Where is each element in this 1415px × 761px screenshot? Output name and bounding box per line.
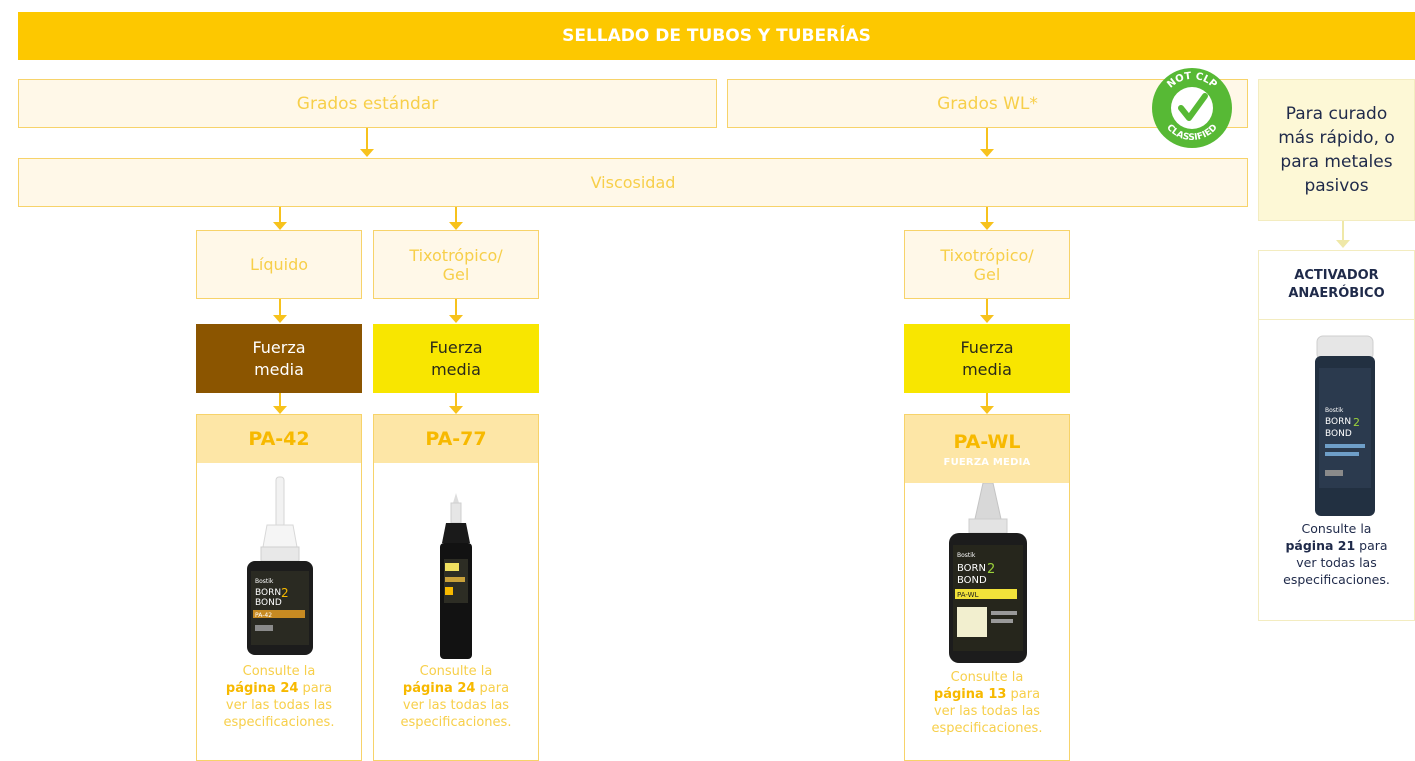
bottle-bond: BOND [957, 575, 987, 586]
bottle-product: PA-WL [957, 591, 979, 599]
product-card-pa77: PA-77 Consulte la página 24 para ver las… [373, 414, 539, 761]
spray-can-image: Bostik BORN 2 BOND [1259, 320, 1414, 520]
grade-standard-box: Grados estándar [18, 79, 717, 128]
product-footer-pa42: Consulte la página 24 para ver las todas… [223, 664, 335, 730]
bottle-bond: BOND [255, 598, 282, 608]
bottle-two: 2 [281, 586, 289, 600]
bottle-born: BORN [957, 563, 986, 574]
product-footer-pa77: Consulte la página 24 para ver las todas… [400, 664, 512, 730]
not-clp-badge: NOT CLP CLASSIFIED [1150, 66, 1234, 150]
product-card-pa42: PA-42 Bostik BORN 2 BOND PA-42 Consulte … [196, 414, 362, 761]
strength-line2: media [254, 359, 304, 379]
bottle-born: BORN [255, 588, 281, 598]
viscosity-box: Viscosidad [18, 158, 1248, 207]
bottle-product: PA-42 [255, 612, 272, 619]
page-title: SELLADO DE TUBOS Y TUBERÍAS [18, 12, 1415, 60]
strength-line2: media [431, 359, 481, 379]
sidebar-description: Para curado más rápido, o para metales p… [1258, 79, 1415, 221]
strength-line1: Fuerza [429, 337, 483, 357]
can-born: BORN [1325, 417, 1351, 427]
product-name: PA-WL FUERZA MEDIA [905, 415, 1069, 483]
can-brand: Bostik [1325, 407, 1344, 414]
strength-medium-yellow-1: Fuerza media [373, 324, 539, 393]
check-icon [1178, 93, 1208, 121]
strength-line2: media [962, 359, 1012, 379]
strength-line1: Fuerza [960, 337, 1014, 357]
bottle-image-pa77 [374, 463, 538, 663]
type-thixo-line2: Gel [442, 264, 470, 284]
type-thixo-line1: Tixotrópico/ [940, 245, 1034, 265]
activator-footer: Consulte la página 21 para ver todas las… [1283, 521, 1390, 587]
product-card-pawl: PA-WL FUERZA MEDIA Bostik BORN 2 BOND PA… [904, 414, 1070, 761]
product-name: PA-42 [197, 415, 361, 463]
bottle-image-pawl: Bostik BORN 2 BOND PA-WL [905, 482, 1069, 669]
activator-title: ACTIVADOR ANAERÓBICO [1259, 251, 1414, 320]
strength-line1: Fuerza [252, 337, 306, 357]
can-two: 2 [1353, 416, 1360, 429]
bottle-image-pa42: Bostik BORN 2 BOND PA-42 [197, 463, 361, 663]
can-bond: BOND [1325, 429, 1352, 439]
type-thixo-box-2: Tixotrópico/ Gel [904, 230, 1070, 299]
product-subtitle: FUERZA MEDIA [943, 456, 1031, 468]
type-thixo-line2: Gel [973, 264, 1001, 284]
type-liquid-box: Líquido [196, 230, 362, 299]
bottle-two: 2 [987, 562, 995, 577]
type-thixo-line1: Tixotrópico/ [409, 245, 503, 265]
strength-medium-yellow-2: Fuerza media [904, 324, 1070, 393]
activator-card: ACTIVADOR ANAERÓBICO Bostik BORN 2 BOND … [1258, 250, 1415, 621]
type-thixo-box-1: Tixotrópico/ Gel [373, 230, 539, 299]
strength-medium-brown: Fuerza media [196, 324, 362, 393]
product-name: PA-77 [374, 415, 538, 463]
bottle-brand: Bostik [957, 552, 976, 559]
product-footer-pawl: Consulte la página 13 para ver las todas… [931, 670, 1043, 736]
bottle-brand: Bostik [255, 578, 274, 585]
